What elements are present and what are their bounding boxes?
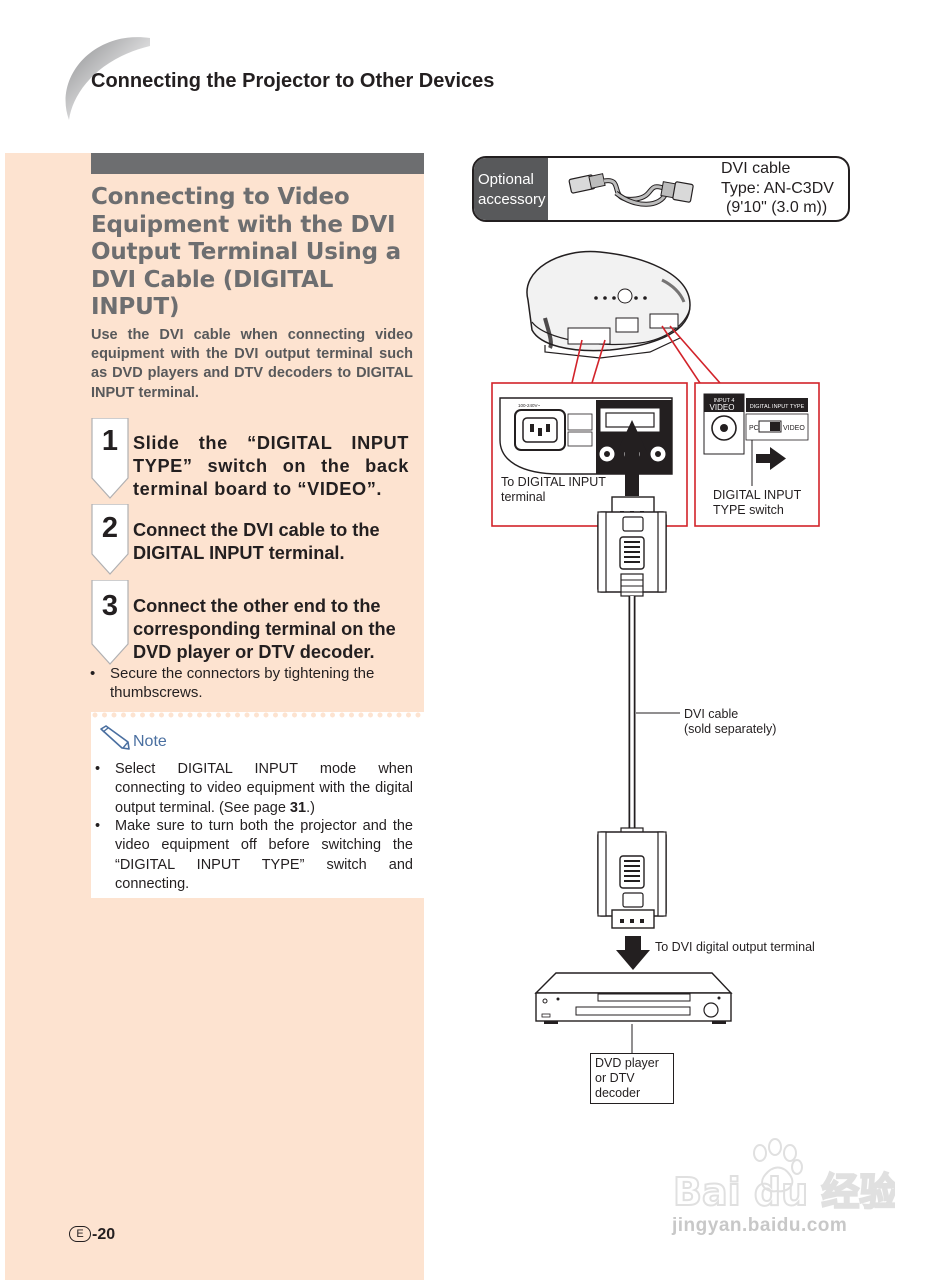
panel-pc-label: PC [749,425,759,432]
step-1-text: Slide the “DIGITAL INPUT TYPE” switch on… [133,433,409,499]
section-header-bar [91,153,424,174]
dvi-cable-label: DVI cable (sold separately) [684,707,776,737]
bullet-dot: • [95,761,101,777]
accessory-type: Type: AN-C3DV [721,179,834,197]
header-swoosh-decoration [65,37,150,120]
panel-video-label: VIDEO [710,403,735,412]
dvi-cable-line [628,596,680,828]
panel-input4-label: INPUT 4 [714,398,735,404]
panel-dit-label: DIGITAL INPUT TYPE [750,404,805,410]
note-dotted-border [92,712,424,718]
note-item: • Select DIGITAL INPUT mode when connecti… [95,760,413,818]
bullet-dot: • [95,818,101,834]
step-3-number: 3 [102,590,118,622]
step-3-text: Connect the other end to the correspondi… [133,596,396,662]
optional-accessory-tag: Optional accessory [474,158,548,220]
step-2-number: 2 [102,512,118,544]
page-number: E-20 [69,1226,115,1244]
section-title: Connecting to Video Equipment with the D… [91,184,401,321]
step-1-number: 1 [102,425,118,457]
baidu-watermark-logo: Bai du 经验 [672,1138,895,1215]
section-intro: Use the DVI cable when connecting video … [91,327,413,401]
step-2-marker: 2 [91,504,129,575]
to-dvi-output-label: To DVI digital output terminal [655,940,815,954]
arrow-right-icon [756,447,786,470]
page-number-value: -20 [92,1226,116,1243]
note-item-text: Make sure to turn both the projector and… [115,818,413,892]
step-bullet-text: Secure the connectors by tightening the … [110,665,375,701]
optional-accessory-box: Optional accessory [472,156,850,222]
dvi-cable-label-line1: DVI cable [684,707,739,721]
to-digital-input-label: To DIGITAL INPUT terminal [501,475,606,504]
note-pencil-icon [100,725,130,750]
accessory-info: DVI cable Type: AN-C3DV (9'10" (3.0 m)) [721,159,834,218]
input-type-switch-panel: INPUT 4 VIDEO DIGITAL INPUT TYPE PC VIDE… [703,393,809,486]
bullet-dot: • [90,665,96,682]
accessory-length: (9'10" (3.0 m)) [726,199,828,216]
accessory-name: DVI cable [721,160,791,177]
page-reference: 31 [289,799,307,816]
dvi-cable-label-line2: (sold separately) [684,722,777,736]
dvi-connector-bottom [597,827,667,929]
dvi-connector-top [597,496,667,597]
step-3-marker: 3 [91,580,129,665]
page-language-badge: E [69,1226,91,1242]
page-title: Connecting the Projector to Other Device… [91,70,495,92]
note-label: Note [133,733,167,750]
note-panel [91,712,424,898]
dvd-player-illustration [534,972,733,1053]
watermark-logo-text: Bai du 经验 [673,1170,895,1214]
step-bullet-item: • Secure the connectors by tightening the… [90,664,420,702]
panel-video2-label: VIDEO [783,425,805,432]
digital-input-type-switch-label: DIGITAL INPUT TYPE switch [713,488,801,517]
note-item-suffix: .) [306,799,315,816]
step-1-marker: 1 [91,418,129,499]
step-2-text: Connect the DVI cable to the DIGITAL INP… [133,520,380,563]
dvd-player-label: DVD player or DTV decoder [590,1053,674,1104]
note-item-text: Select DIGITAL INPUT mode when connectin… [115,761,413,816]
dvi-cable-accessory-illustration [568,173,694,207]
rear-terminal-panel: 100-240V~ [499,397,673,475]
connection-diagram: 100-240V~ INPUT 4 VIDEO DIGITAL INPUT TY… [491,250,820,1053]
callout-lines [491,325,820,527]
projector-illustration [526,250,691,359]
arrow-down-icon [616,936,650,970]
note-item: • Make sure to turn both the projector an… [95,817,413,894]
arrow-up-icon [617,420,647,496]
watermark-url: jingyan.baidu.com [672,1215,848,1236]
panel-voltage-label: 100-240V~ [518,403,541,408]
